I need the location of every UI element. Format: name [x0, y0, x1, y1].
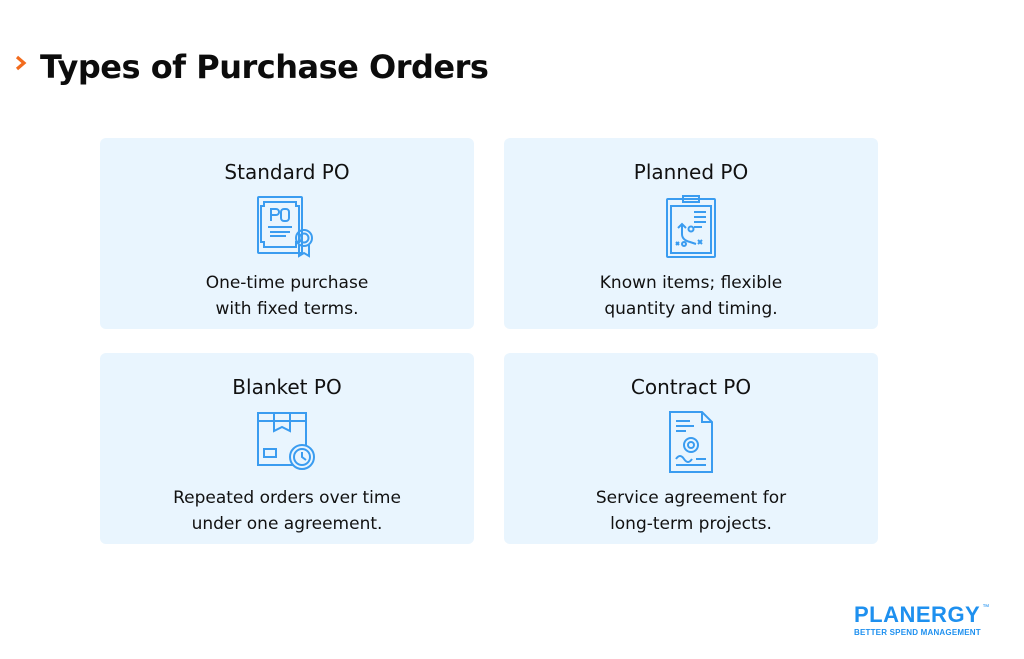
logo-trademark: ™ — [982, 604, 990, 611]
contract-document-icon — [669, 411, 713, 473]
card-desc-line1: Repeated orders over time — [173, 488, 401, 508]
card-planned-po: Planned PO Known items; flexible quantity… — [504, 138, 878, 329]
page-title: Types of Purchase Orders — [40, 48, 489, 86]
card-desc-line2: under one agreement. — [191, 514, 383, 534]
card-desc-line1: One-time purchase — [205, 273, 369, 293]
card-standard-po: Standard PO One-time purchase with fixed … — [100, 138, 474, 329]
card-blanket-po: Blanket PO Repeated orders over time unde… — [100, 353, 474, 544]
card-desc-line2: with fixed terms. — [215, 299, 359, 319]
logo-tagline: BETTER SPEND MANAGEMENT — [854, 628, 981, 637]
card-title: Contract PO — [630, 375, 752, 399]
card-title: Standard PO — [224, 160, 350, 184]
card-desc-line1: Service agreement for — [595, 488, 787, 508]
card-desc-line1: Known items; flexible — [599, 273, 783, 293]
card-contract-po: Contract PO Service agreement for long-te… — [504, 353, 878, 544]
card-title: Blanket PO — [232, 375, 342, 399]
chevron-right-icon — [15, 55, 27, 71]
po-certificate-icon — [257, 196, 313, 258]
logo-name: PLANERGY — [854, 602, 981, 627]
planergy-logo: PLANERGY ™ BETTER SPEND MANAGEMENT — [854, 604, 989, 638]
card-title: Planned PO — [633, 160, 749, 184]
card-desc-line2: long-term projects. — [610, 514, 772, 534]
box-clock-icon — [257, 412, 315, 470]
clipboard-strategy-icon — [666, 195, 716, 258]
card-desc-line2: quantity and timing. — [604, 299, 778, 319]
